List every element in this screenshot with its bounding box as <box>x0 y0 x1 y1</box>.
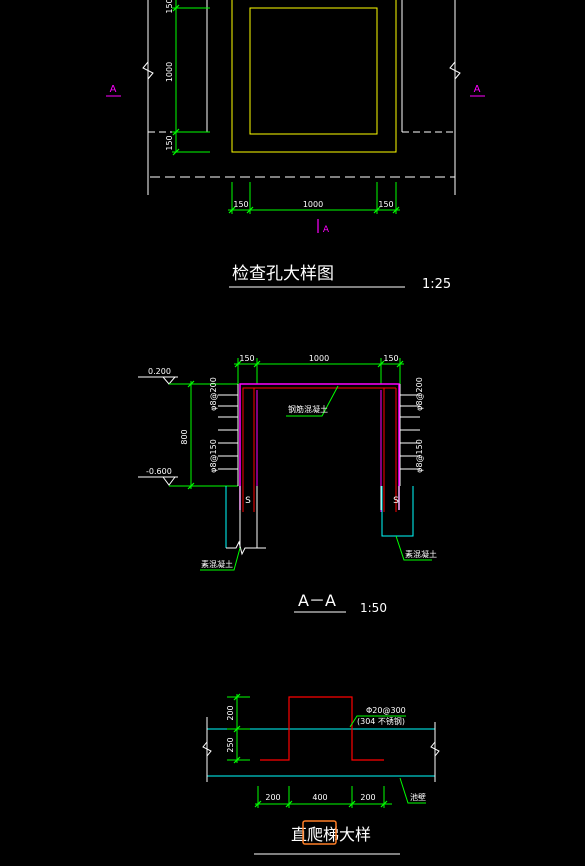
sec-elev-top-triangle <box>162 376 176 385</box>
sec-rebar-label-right-bot: φ8@150 <box>415 439 424 473</box>
ladder-vdim-tick-1 <box>233 693 241 701</box>
ladder-title-highlight <box>302 820 337 845</box>
sec-curb-outline <box>239 383 400 510</box>
plan-hdim-left-text: 150 <box>233 200 248 209</box>
sec-elev-top-text: 0.200 <box>148 367 171 376</box>
ladder-hdim-tick-3 <box>348 800 356 808</box>
section-mark-right: A <box>474 84 481 95</box>
ladder-rung <box>260 696 384 761</box>
sec-topdim-left-text: 150 <box>239 354 254 363</box>
plan-hdim-mid-text: 1000 <box>303 200 323 209</box>
plan-vdim-bot-text: 150 <box>165 135 174 150</box>
sec-mark-right: S <box>393 496 399 506</box>
ladder-leader-right-text: 池壁 <box>410 792 426 802</box>
section-mark-bottom: A <box>323 225 330 235</box>
plan-scale: 1:25 <box>422 277 451 292</box>
ladder-vdim-bot-text: 250 <box>226 737 235 752</box>
ladder-rebar-label-1: Φ20@300 <box>366 706 406 715</box>
section-title: A－A <box>298 591 336 610</box>
ladder-hdim-tick-2 <box>285 800 293 808</box>
sec-rebar-label-right-top: φ8@200 <box>415 377 424 411</box>
ladder-view: 200 250 Φ20@300 (304 不锈钢) 200 400 200 池壁… <box>202 693 440 855</box>
section-mark-left: A <box>110 84 117 95</box>
sec-right-hatch <box>399 384 420 486</box>
section-scale: 1:50 <box>360 601 387 615</box>
sec-leader-right <box>395 535 432 561</box>
sec-topdim-tick-2 <box>253 360 261 368</box>
plan-hdim-tick-4 <box>392 206 400 214</box>
ladder-title: 直爬梯大样 <box>291 825 371 844</box>
plan-hdim-tick-3 <box>373 206 381 214</box>
plan-hdim-tick-1 <box>228 206 236 214</box>
ladder-vdim-top-text: 200 <box>226 705 235 720</box>
sec-leader-center-text: 钢筋混凝土 <box>288 404 328 414</box>
sec-mark-left: S <box>245 496 251 506</box>
section-view: 150 1000 150 0.200 -0.600 800 <box>138 354 437 615</box>
sec-rebar-label-left-top: φ8@200 <box>209 377 218 411</box>
sec-leader-left-text: 素混凝土 <box>201 559 233 569</box>
ladder-hdim-left-text: 200 <box>265 793 280 802</box>
ladder-leader-right <box>399 777 426 804</box>
plan-view: 150 1000 150 150 1000 150 A A A 检查孔大样图 1… <box>106 0 485 292</box>
ladder-leader-rebar <box>349 715 406 728</box>
plan-vdim-tick-2 <box>172 128 180 136</box>
plan-vdim-tick-1 <box>172 4 180 12</box>
plan-vdim-tick-3 <box>172 148 180 156</box>
sec-topdim-mid-text: 1000 <box>309 354 329 363</box>
plan-title: 检查孔大样图 <box>232 264 334 284</box>
ladder-vdim-tick-3 <box>233 756 241 764</box>
plan-vdim-mid-text: 1000 <box>165 62 174 82</box>
ladder-hdim-tick-4 <box>380 800 388 808</box>
sec-rebar-left <box>242 387 396 512</box>
plan-break-right <box>449 61 461 80</box>
ladder-break-right <box>430 741 440 757</box>
plan-curb-outer <box>231 0 397 153</box>
sec-vdim-tick-2 <box>187 482 195 490</box>
plan-hdim-tick-2 <box>246 206 254 214</box>
ladder-break-left <box>202 741 212 757</box>
plan-vdim-top-text: 150 <box>165 0 174 14</box>
sec-elev-bot-triangle <box>162 476 176 486</box>
sec-leader-left <box>200 547 241 571</box>
ladder-vdim-tick-2 <box>233 725 241 733</box>
sec-left-hatch <box>218 384 239 486</box>
sec-elev-bot-text: -0.600 <box>146 467 172 476</box>
sec-vdim-text: 800 <box>180 429 189 444</box>
sec-break-bottom-left <box>226 540 266 556</box>
sec-topdim-tick-1 <box>234 360 242 368</box>
sec-rebar-label-left-bot: φ8@150 <box>209 439 218 473</box>
sec-leader-center <box>286 385 339 417</box>
ladder-rebar-label-2: (304 不锈钢) <box>357 716 405 726</box>
sec-leader-right-text: 素混凝土 <box>405 549 437 559</box>
ladder-hdim-tick-1 <box>254 800 262 808</box>
sec-topdim-right-text: 150 <box>383 354 398 363</box>
ladder-hdim-right-text: 200 <box>360 793 375 802</box>
ladder-hdim-mid-text: 400 <box>312 793 327 802</box>
plan-hdim-right-text: 150 <box>378 200 393 209</box>
plan-break-left <box>142 61 154 80</box>
sec-topdim-tick-4 <box>396 360 404 368</box>
sec-topdim-tick-3 <box>377 360 385 368</box>
sec-cyan-wall-right <box>381 486 414 537</box>
sec-vdim-tick-1 <box>187 380 195 388</box>
plan-opening <box>249 7 378 135</box>
